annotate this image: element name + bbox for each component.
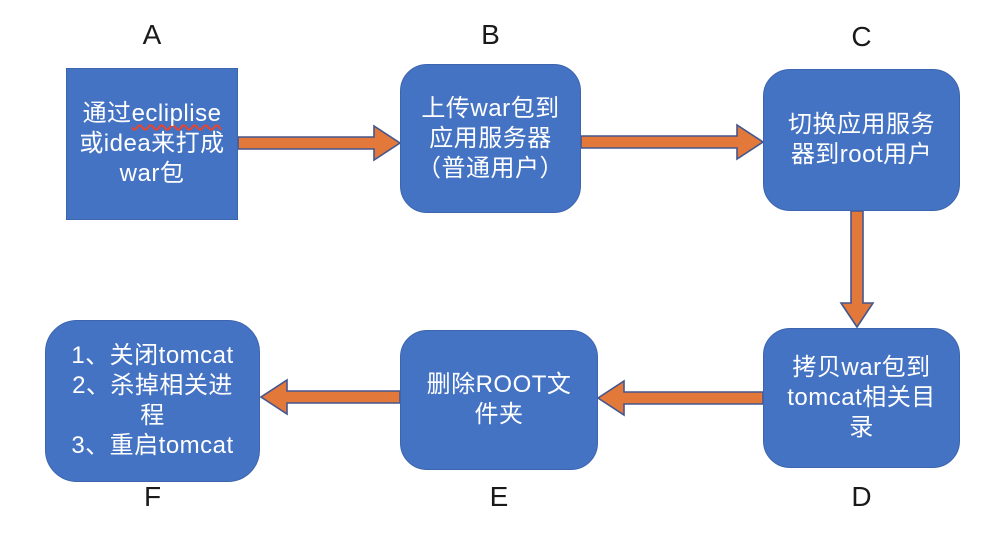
arrow-c-to-d-icon bbox=[839, 210, 875, 329]
node-label-c: C bbox=[851, 21, 872, 52]
node-a-build-war: 通过ecliplise 或idea来打成 war包 bbox=[66, 68, 238, 220]
node-b-text-line3: （普通用户） bbox=[417, 154, 564, 182]
node-f-text-line1: 1、关闭tomcat bbox=[71, 342, 234, 369]
arrow-a-to-b-icon bbox=[237, 124, 402, 162]
node-d-text-line2: tomcat相关目 bbox=[787, 384, 936, 411]
node-d-copy-war: 拷贝war包到 tomcat相关目 录 bbox=[763, 328, 960, 468]
arrow-d-to-e-icon bbox=[596, 379, 764, 417]
node-d-text-line3: 录 bbox=[849, 414, 874, 441]
arrow-e-to-f-icon bbox=[259, 378, 401, 416]
node-f-restart-tomcat: 1、关闭tomcat 2、杀掉相关进 程 3、重启tomcat bbox=[45, 320, 260, 482]
node-c-text-line1: 切换应用服务 bbox=[788, 111, 935, 138]
misspelled-word: ecliplise bbox=[131, 100, 222, 127]
node-a-text-line1: 通过ecliplise bbox=[82, 100, 222, 127]
node-f-text-line4: 3、重启tomcat bbox=[71, 432, 234, 459]
node-e-text-line2: 件夹 bbox=[474, 401, 524, 428]
node-c-switch-root: 切换应用服务 器到root用户 bbox=[763, 69, 960, 211]
node-b-text-line2: 应用服务器 bbox=[429, 124, 552, 152]
node-label-e: E bbox=[489, 481, 509, 512]
node-c-text-line2: 器到root用户 bbox=[790, 141, 933, 168]
node-e-delete-root: 删除ROOT文 件夹 bbox=[400, 330, 598, 470]
node-label-b: B bbox=[481, 19, 500, 50]
node-a-text-line3: war包 bbox=[119, 160, 185, 187]
node-e-text-line1: 删除ROOT文 bbox=[426, 371, 572, 398]
node-label-a: A bbox=[142, 19, 162, 50]
node-label-f: F bbox=[143, 481, 162, 512]
node-b-text-line1: 上传war包到 bbox=[421, 94, 560, 122]
node-f-text-line3: 程 bbox=[140, 402, 165, 429]
node-a-text-line2: 或idea来打成 bbox=[79, 130, 225, 157]
arrow-b-to-c-icon bbox=[580, 123, 765, 161]
node-label-d: D bbox=[851, 481, 872, 512]
node-f-text-line2: 2、杀掉相关进 bbox=[72, 372, 233, 399]
node-b-upload-war: 上传war包到 应用服务器 （普通用户） bbox=[400, 64, 581, 213]
node-d-text-line1: 拷贝war包到 bbox=[792, 354, 931, 381]
